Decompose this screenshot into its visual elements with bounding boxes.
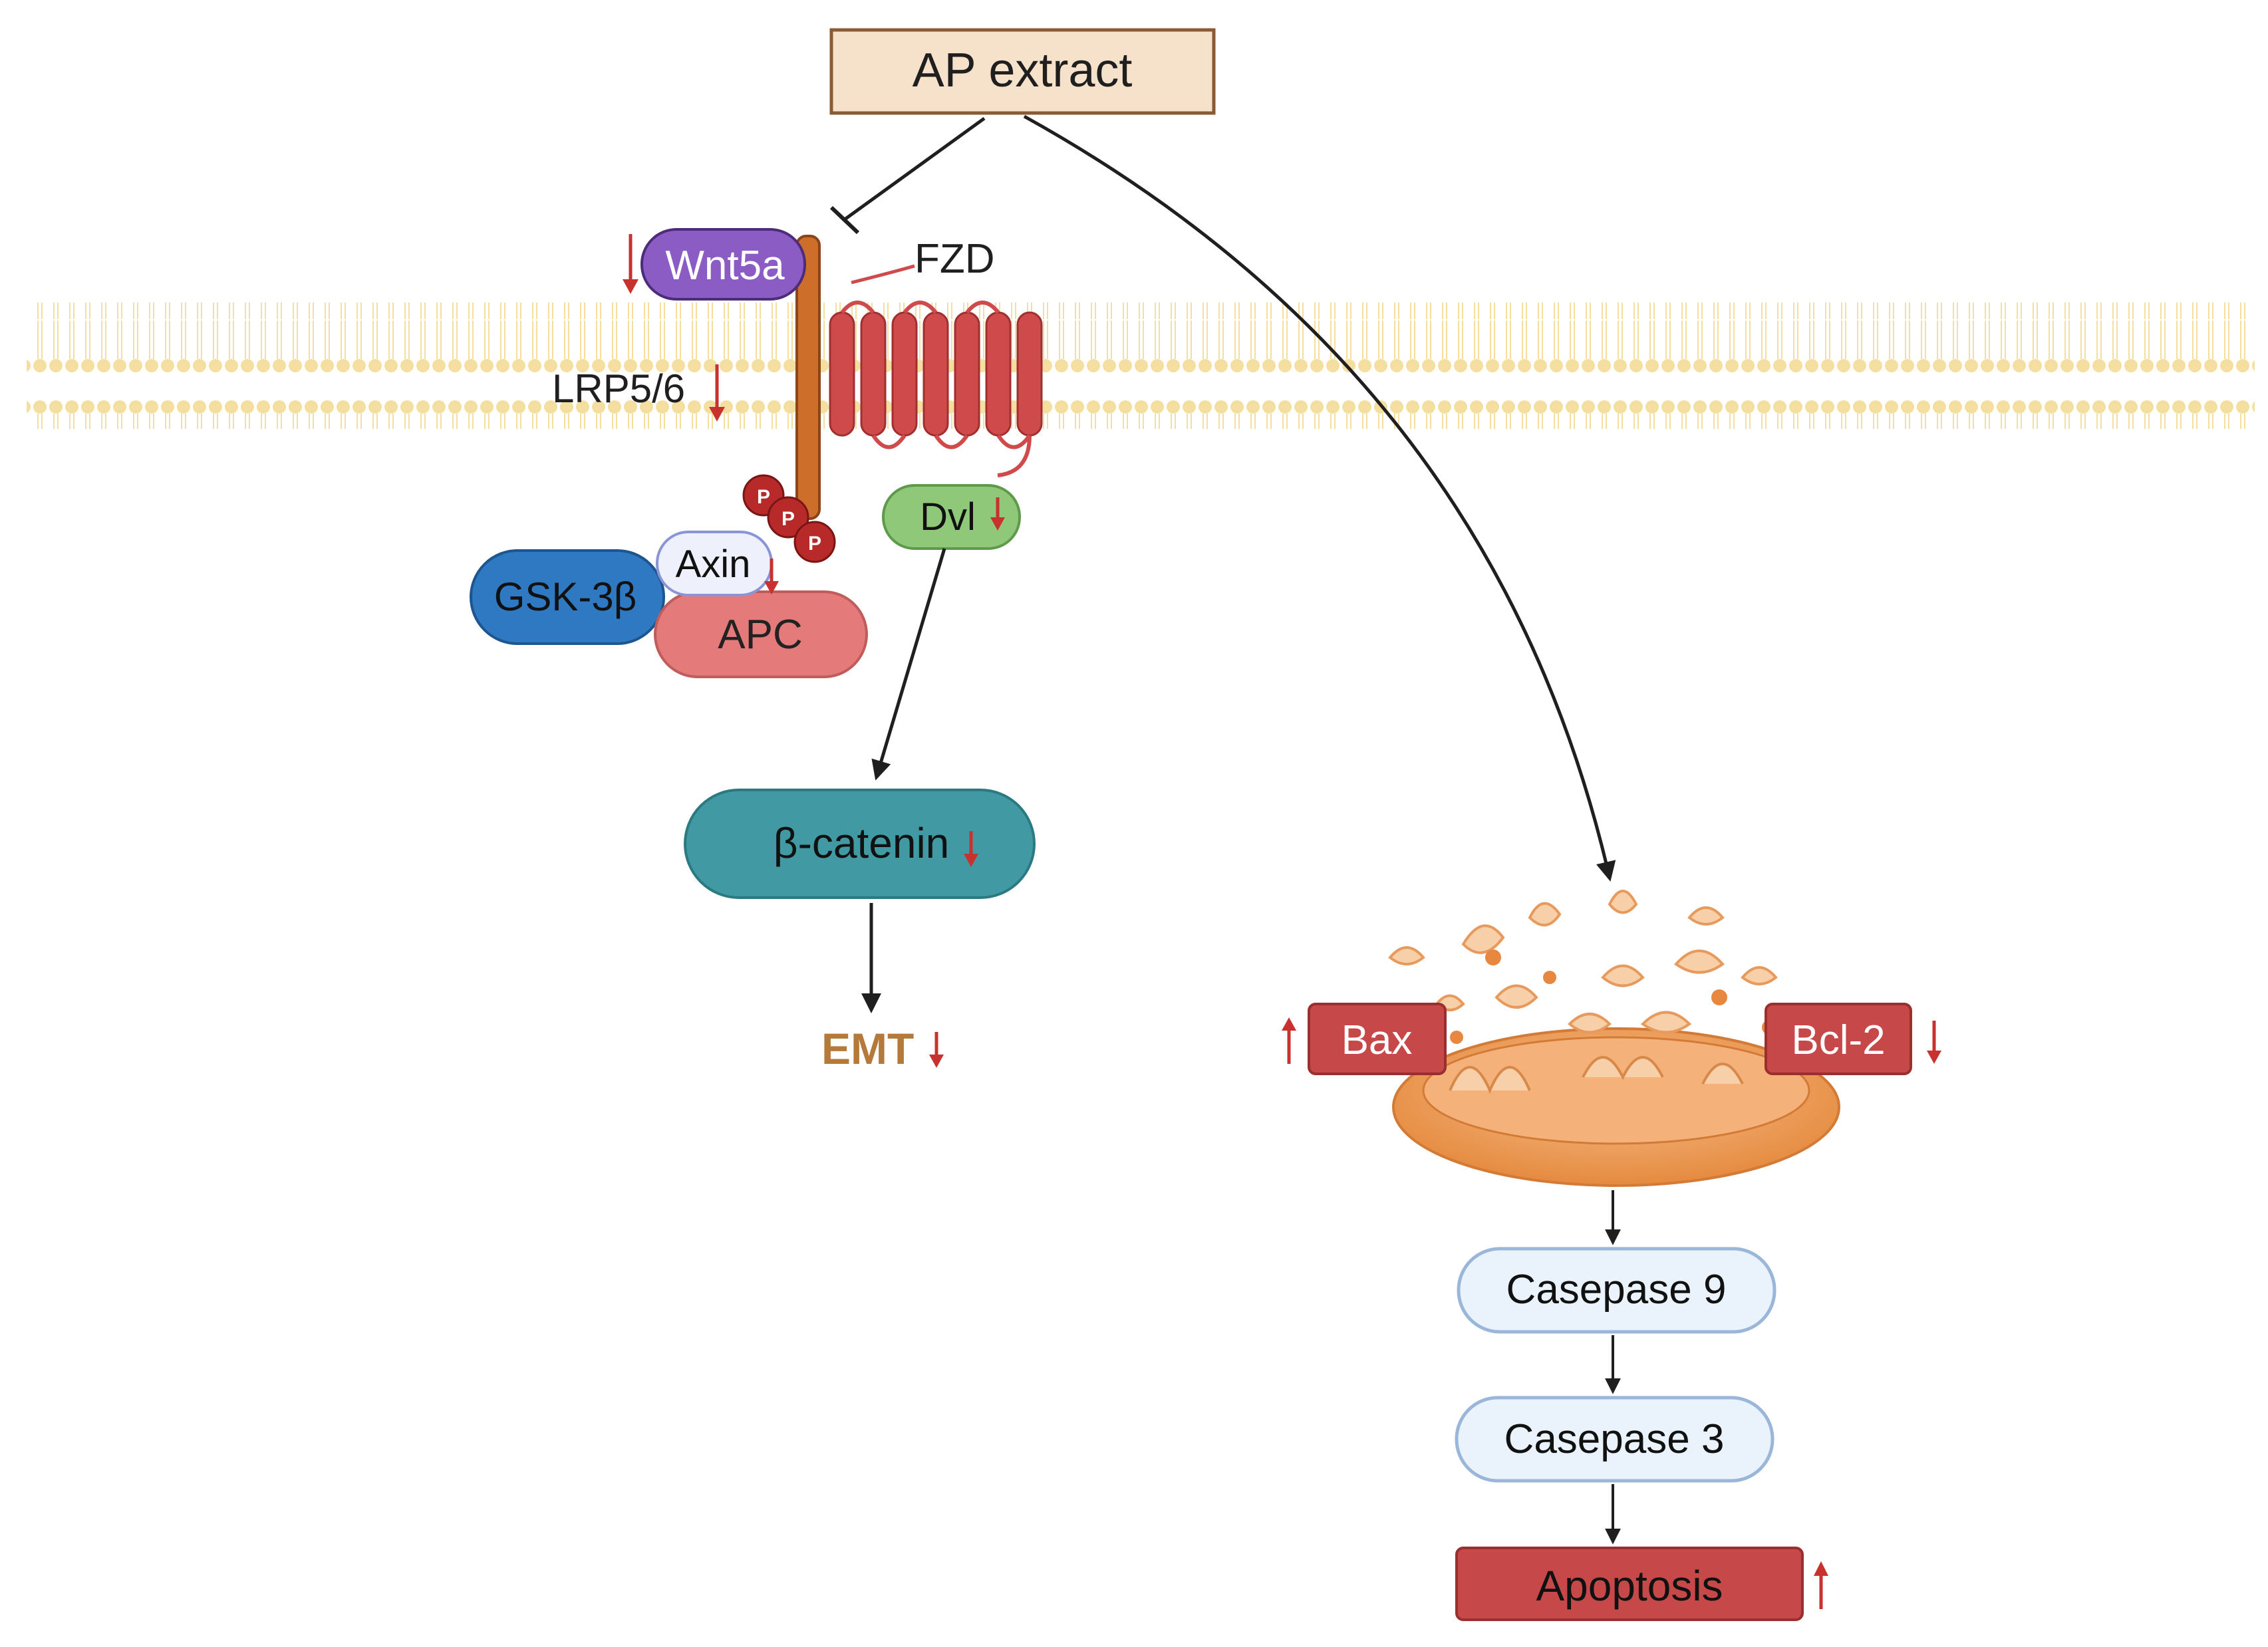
apoptosis-up-arrow [1814,1561,1828,1609]
bax-label: Bax [1342,1017,1413,1063]
phospho-2 [767,496,809,539]
wnt5a-down-arrow [623,234,638,294]
axin-protein: Axin [656,531,773,596]
phospho-2-label: P [781,508,795,530]
wnt5a-label: Wnt5a [665,243,785,289]
apoptosis-label: Apoptosis [1536,1562,1723,1610]
phospho-groups: P P P [742,474,836,563]
mitochondrion [1388,890,1840,1187]
ap-extract-box: AP extract [829,28,1216,115]
bax-up-arrow [1282,1017,1296,1064]
caspase3-label: Casepase 3 [1504,1416,1725,1462]
dvl-label: Dvl [920,495,976,539]
emt-label: EMT [821,1024,914,1073]
mitochondrial-fragments [1388,890,1778,1034]
phospho-3 [793,521,836,563]
dvl-down-arrow [990,497,1005,531]
lrp-down-arrow [709,364,725,422]
caspase3-box: Casepase 3 [1455,1396,1774,1483]
bcl2-box: Bcl-2 [1765,1003,1912,1075]
curved-arrow-to-mitochondria [1023,114,1616,882]
dvl-to-beta-catenin-arrow [871,548,946,781]
ap-extract-label: AP extract [913,44,1133,97]
emt-down-arrow [929,1032,944,1068]
beta-catenin-protein: β-catenin [684,789,1036,899]
bax-box: Bax [1308,1003,1447,1075]
lrp-label: LRP5/6 [552,366,685,411]
beta-catenin-down-arrow [964,831,978,867]
wnt5a-protein: Wnt5a [640,228,806,301]
caspase9-box: Casepase 9 [1457,1247,1776,1334]
apc-label: APC [718,612,802,658]
axin-label: Axin [676,543,751,586]
caspase9-label: Casepase 9 [1506,1267,1727,1313]
inhibition-line [829,116,986,235]
fzd-receptor: FZD [829,236,1043,477]
bcl2-down-arrow [1927,1021,1941,1064]
phospho-1-label: P [757,486,770,508]
gsk3b-protein: GSK-3β [470,549,665,645]
beta-catenin-label: β-catenin [774,819,950,867]
bcl2-label: Bcl-2 [1791,1017,1885,1063]
apc-protein: APC [654,590,868,678]
apoptosis-box: Apoptosis [1455,1547,1804,1621]
dvl-protein: Dvl [882,484,1021,550]
cell-membrane [27,303,2255,429]
axin-down-arrow [764,559,779,594]
phospho-3-label: P [808,533,821,555]
gsk3b-label: GSK-3β [494,574,637,619]
fzd-label: FZD [915,236,995,282]
